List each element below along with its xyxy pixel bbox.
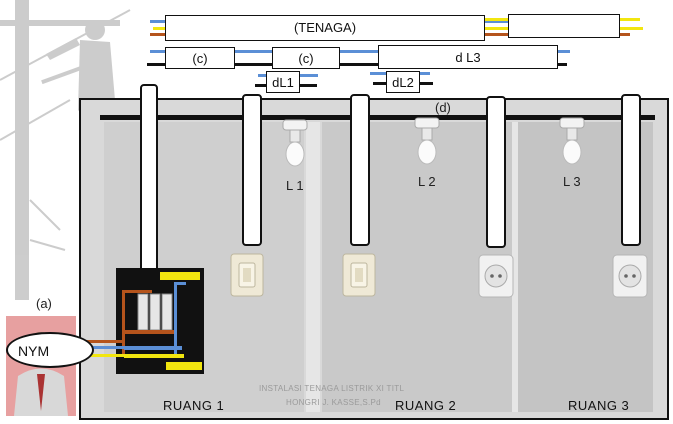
a-label: (a)	[36, 296, 52, 311]
lamp-1-label: L 1	[286, 178, 304, 193]
lamp-icon	[282, 119, 308, 167]
conduit-socket-3	[621, 94, 641, 246]
dl1-box: dL1	[266, 71, 300, 93]
switch-icon	[342, 253, 376, 297]
conduit-socket-2	[486, 96, 506, 248]
conduit-switch-1	[242, 94, 262, 246]
d-label: (d)	[435, 100, 451, 115]
lamp-icon	[559, 117, 585, 165]
dl3-box: d L3	[378, 45, 558, 69]
room-divider-1	[306, 122, 320, 412]
lamp-icon	[414, 117, 440, 165]
socket-icon	[612, 254, 648, 298]
footer-line-2: HONGRI J. KASSE,S.Pd	[286, 398, 381, 407]
tenaga-box-right	[508, 14, 620, 38]
nym-text: NYM	[18, 343, 50, 359]
socket-icon	[478, 254, 514, 298]
room-3-label: RUANG 3	[568, 398, 630, 413]
room-1-label: RUANG 1	[163, 398, 225, 413]
mcb-icon	[116, 268, 204, 374]
conduit-switch-2	[350, 94, 370, 246]
footer-line-1: INSTALASI TENAGA LISTRIK XI TITL	[259, 384, 405, 393]
room-2-label: RUANG 2	[395, 398, 457, 413]
lamp-2-label: L 2	[418, 174, 436, 189]
ceiling-rail	[100, 115, 655, 120]
tenaga-box: (TENAGA)	[165, 15, 485, 41]
c-right-box: (c)	[272, 47, 340, 69]
lamp-3-label: L 3	[563, 174, 581, 189]
feed-yellow	[80, 354, 124, 357]
wire-black-c	[147, 63, 567, 66]
switch-icon	[230, 253, 264, 297]
feed-blue	[80, 346, 124, 349]
room-divider-2	[512, 122, 518, 412]
nym-cable-label: NYM	[6, 332, 94, 368]
conduit-panel	[140, 84, 158, 274]
wire-blue-c	[150, 50, 570, 53]
c-left-box: (c)	[165, 47, 235, 69]
dl2-box: dL2	[386, 71, 420, 93]
feed-brown	[80, 340, 124, 343]
